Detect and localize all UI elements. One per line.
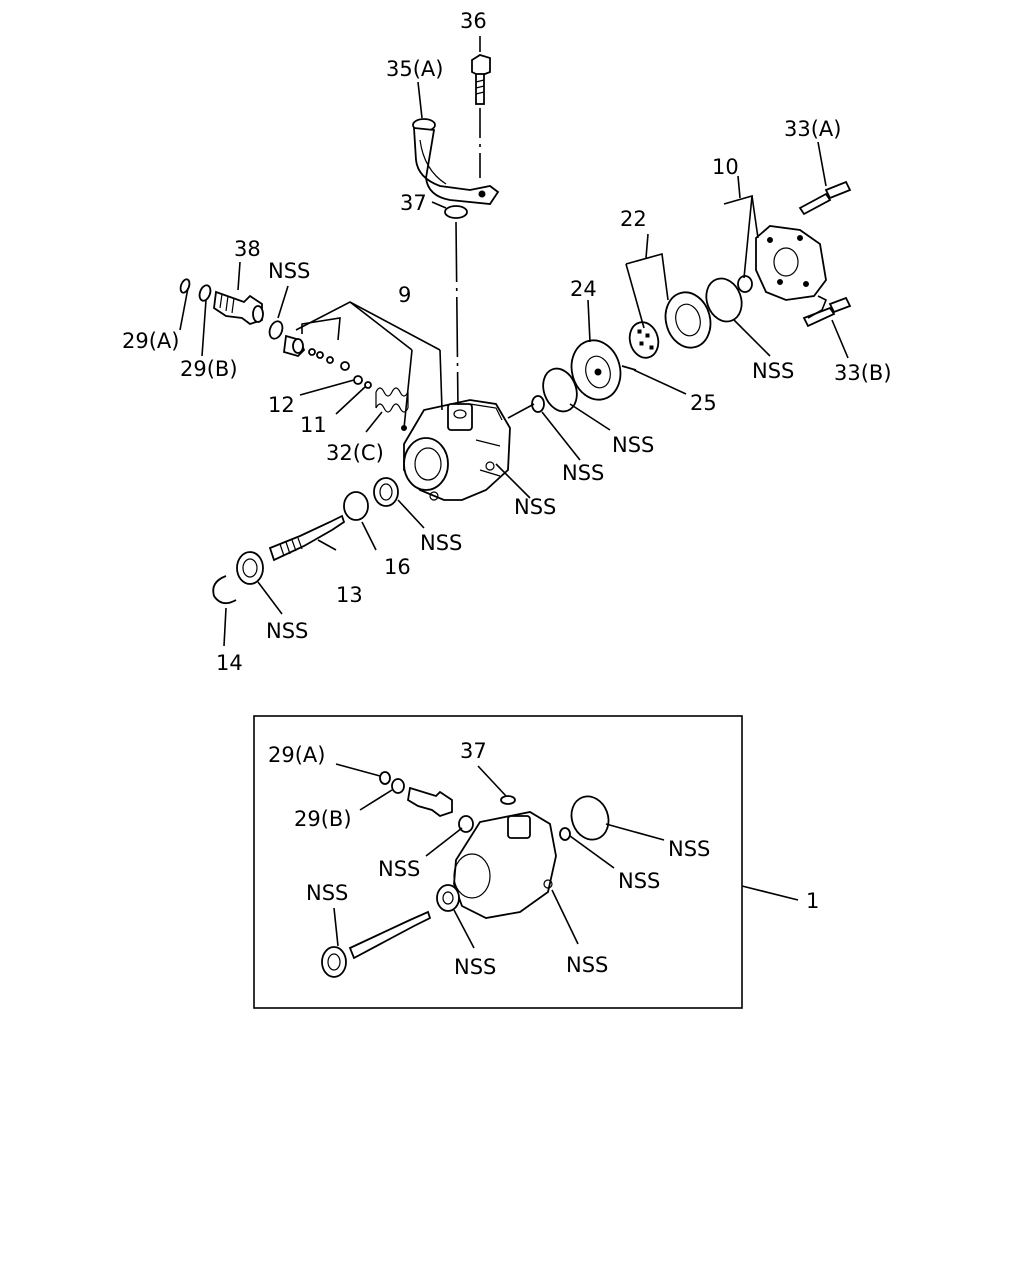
label-9: 9 <box>398 283 411 307</box>
inset-label-37: 37 <box>460 739 487 763</box>
snap-ring-14 <box>212 575 237 605</box>
label-assembly-1: 1 <box>806 889 819 913</box>
label-36: 36 <box>460 9 487 33</box>
label-29a: 29(A) <box>122 329 179 353</box>
label-38: 38 <box>234 237 261 261</box>
label-22: 22 <box>620 207 647 231</box>
connector-38 <box>179 278 264 326</box>
label-nss-cover: NSS <box>752 359 794 383</box>
label-25: 25 <box>690 391 717 415</box>
inset-label-nss-bearing: NSS <box>306 881 348 905</box>
nss-large-o-ring-rear <box>542 367 578 413</box>
side-plate-24 <box>570 339 622 401</box>
inset-label-29b: 29(B) <box>294 807 352 831</box>
label-nss-connector: NSS <box>268 259 310 283</box>
label-11: 11 <box>300 413 327 437</box>
leader-lines-inset <box>333 763 665 949</box>
nss-oil-seal <box>373 477 399 507</box>
rear-cover-10 <box>755 225 827 301</box>
ball-12 <box>353 375 363 385</box>
label-24: 24 <box>570 277 597 301</box>
label-13: 13 <box>336 583 363 607</box>
label-12: 12 <box>268 393 295 417</box>
label-nss-side-plate: NSS <box>612 433 654 457</box>
label-29b: 29(B) <box>180 357 238 381</box>
label-nss-oil-seal: NSS <box>420 531 462 555</box>
leader-lines-upper <box>179 36 849 647</box>
inlet-pipe-35a <box>412 118 500 205</box>
label-10: 10 <box>712 155 739 179</box>
rotor-vane-kit-22 <box>628 291 712 359</box>
assembly-inset-frame <box>253 715 743 1009</box>
flow-control-valve-9 <box>283 334 350 371</box>
label-33b: 33(B) <box>834 361 892 385</box>
label-35a: 35(A) <box>386 57 443 81</box>
label-nss-small-o-ring: NSS <box>562 461 604 485</box>
pin-25 <box>621 365 637 371</box>
nss-small-o-ring-rear <box>531 395 545 413</box>
pump-shaft-13 <box>268 514 346 562</box>
bolt-36 <box>471 54 491 105</box>
inset-label-nss-housing: NSS <box>566 953 608 977</box>
inset-label-nss-connector-ring: NSS <box>378 857 420 881</box>
washer-16 <box>343 491 369 521</box>
nss-o-ring-connector <box>268 320 284 340</box>
inset-label-nss-small-o-ring: NSS <box>618 869 660 893</box>
bushing-10 <box>737 275 753 293</box>
label-nss-housing: NSS <box>514 495 556 519</box>
bolt-33b <box>802 296 852 328</box>
inset-parts <box>321 771 610 978</box>
nss-bearing-front <box>236 551 264 585</box>
inset-label-29a: 29(A) <box>268 743 325 767</box>
inset-label-nss-large-o-ring: NSS <box>668 837 710 861</box>
label-nss-bearing: NSS <box>266 619 308 643</box>
spring-32c <box>375 387 409 413</box>
pump-housing <box>403 399 511 501</box>
label-16: 16 <box>384 555 411 579</box>
label-33a: 33(A) <box>784 117 841 141</box>
nss-cover-o-ring <box>705 277 743 323</box>
bolt-33a <box>798 180 852 216</box>
o-ring-37 <box>444 205 468 219</box>
seat-11 <box>364 381 372 389</box>
inset-label-nss-oil-seal: NSS <box>454 955 496 979</box>
label-32c: 32(C) <box>326 441 384 465</box>
label-37: 37 <box>400 191 427 215</box>
label-14: 14 <box>216 651 243 675</box>
